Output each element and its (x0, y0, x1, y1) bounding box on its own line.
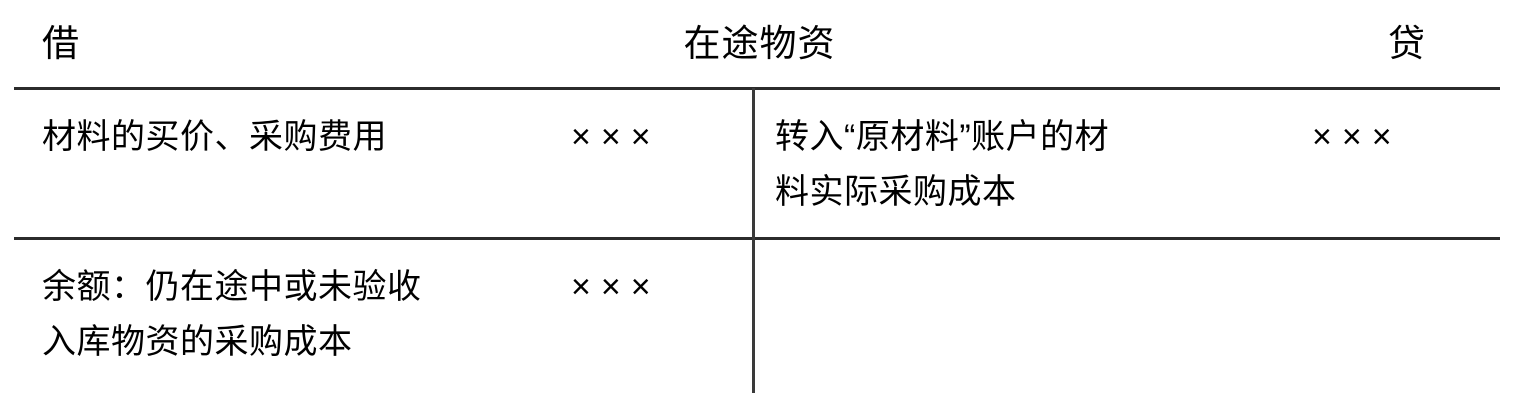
debit-entry-row: 材料的买价、采购费用 (42, 110, 562, 165)
debit-balance-row: 余额：仍在途中或未验收 入库物资的采购成本 (42, 260, 562, 370)
balance-separator-rule (14, 237, 1500, 240)
debit-side-label: 借 (42, 23, 80, 64)
debit-entry-amount: ××× (571, 118, 661, 156)
credit-side-label: 贷 (1388, 23, 1426, 64)
credit-entry-amount: ××× (1312, 118, 1402, 156)
account-title: 在途物资 (683, 23, 836, 64)
debit-balance-description: 余额：仍在途中或未验收 入库物资的采购成本 (42, 268, 422, 361)
credit-entry-description: 转入“原材料”账户的材 料实际采购成本 (775, 118, 1110, 211)
credit-entry-row: 转入“原材料”账户的材 料实际采购成本 (775, 110, 1275, 220)
debit-balance-amount: ××× (571, 268, 661, 306)
debit-credit-divider (752, 88, 755, 393)
header-separator-rule (14, 87, 1500, 90)
t-account-header: 借 在途物资 贷 (0, 0, 1519, 88)
debit-entry-description: 材料的买价、采购费用 (42, 118, 387, 156)
